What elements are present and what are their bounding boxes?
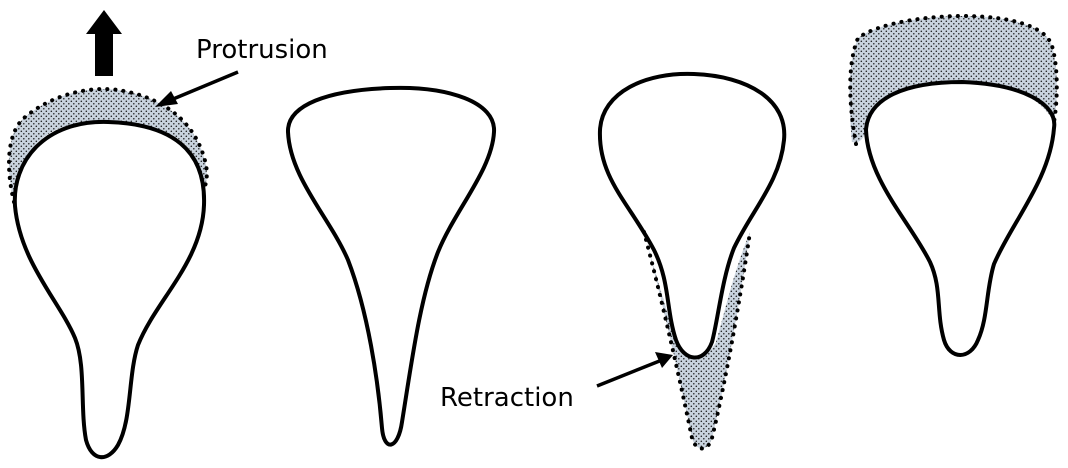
cell-1-protrusion-stage: Protrusion xyxy=(7,10,328,460)
retraction-dotted-outline xyxy=(642,230,752,451)
retraction-region xyxy=(644,232,750,449)
protrusion-region xyxy=(8,89,207,202)
cell-2-elongated-stage xyxy=(285,85,497,447)
protrusion-pointer-arrow xyxy=(155,70,239,107)
retraction-pointer-arrow xyxy=(596,352,673,388)
cell-2-outline xyxy=(285,85,497,447)
up-arrow-icon xyxy=(86,10,122,76)
cell-3-outline xyxy=(597,71,787,360)
retraction-label: Retraction xyxy=(440,383,574,413)
protrusion-label: Protrusion xyxy=(196,35,328,65)
cell-4-outline xyxy=(864,80,1057,357)
cell-4-new-protrusion-stage xyxy=(848,13,1059,357)
cell-3-retraction-stage: Retraction xyxy=(440,71,787,451)
new-protrusion-region xyxy=(849,16,1057,143)
protrusion-dotted-outline xyxy=(7,87,209,204)
cell-1-outline xyxy=(12,119,207,460)
